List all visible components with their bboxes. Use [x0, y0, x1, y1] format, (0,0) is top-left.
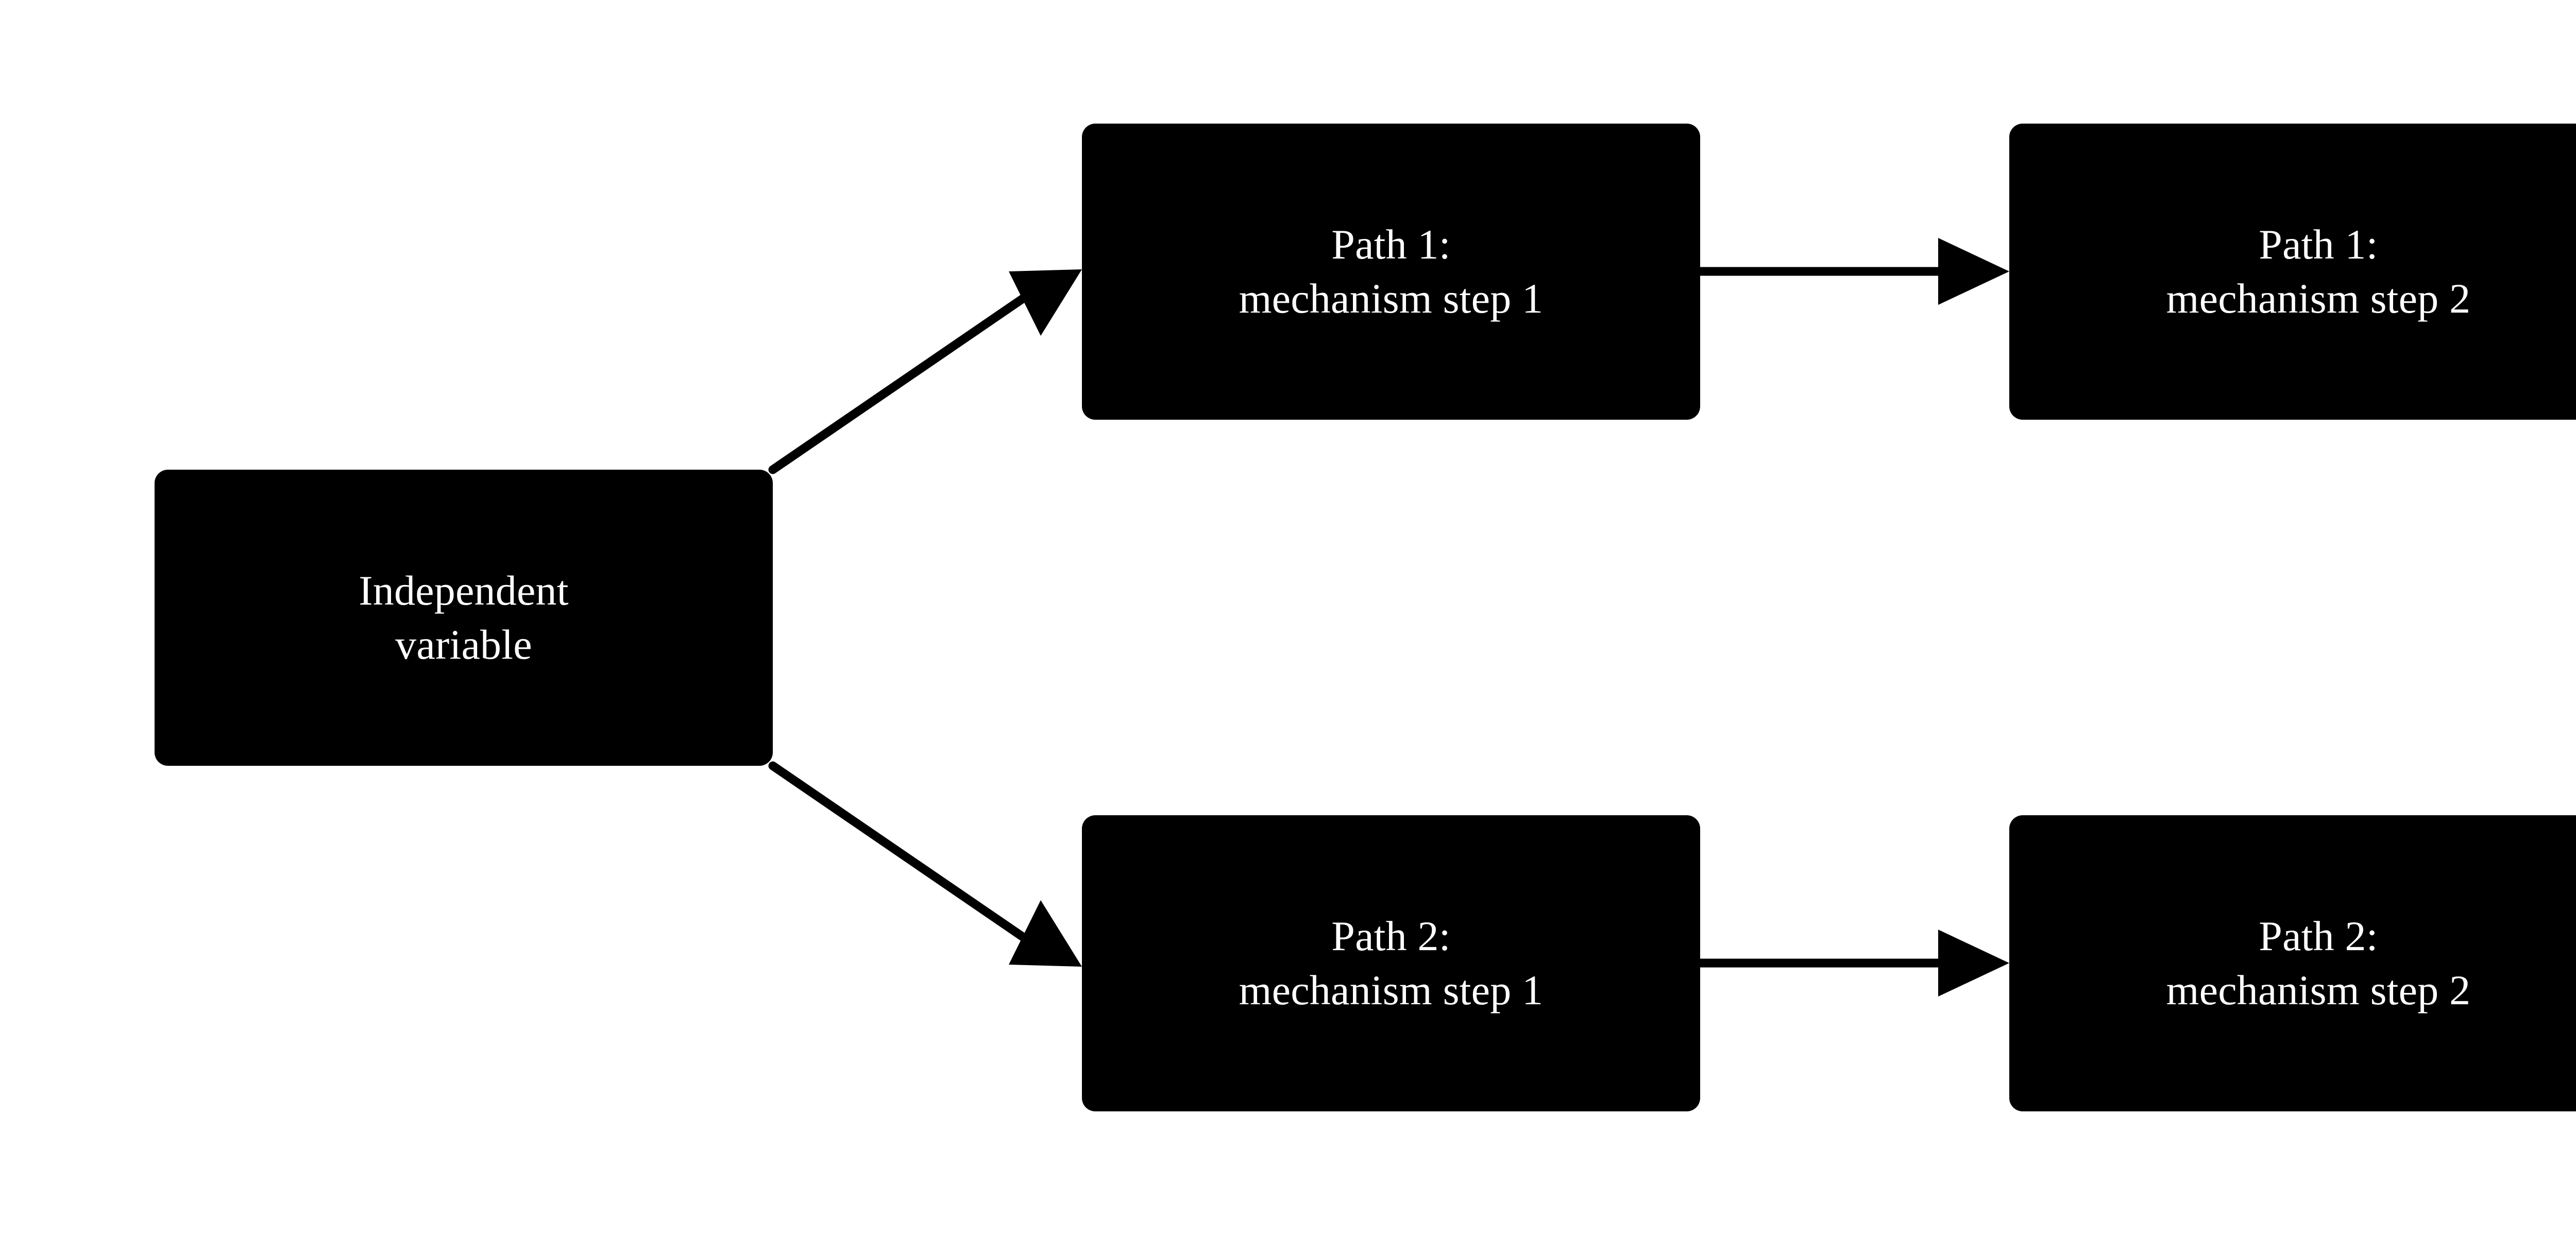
arrowhead-icon: [1009, 900, 1082, 967]
edge-path2-step1-to-path2-step2: [1700, 930, 2009, 997]
node-path2-step2[interactable]: Path 2: mechanism step 2: [2009, 815, 2576, 1111]
node-label-line-2: mechanism step 2: [2166, 966, 2471, 1014]
edge-path1-step1-to-path1-step2: [1700, 238, 2009, 305]
edge-line: [768, 282, 1045, 474]
arrowhead-icon: [1009, 269, 1082, 336]
node-independent-variable[interactable]: Independent variable: [155, 470, 773, 766]
node-label-line-2: mechanism step 1: [1239, 274, 1544, 322]
node-path2-step1[interactable]: Path 2: mechanism step 1: [1082, 815, 1700, 1111]
edge-iv-to-path2-step1: [768, 761, 1082, 967]
edge-line: [768, 761, 1045, 954]
node-path1-step2[interactable]: Path 1: mechanism step 2: [2009, 124, 2576, 420]
node-label-line-2: mechanism step 1: [1239, 966, 1544, 1014]
node-label-line-1: Path 2:: [1331, 912, 1451, 959]
node-label-line-1: Path 1:: [1331, 220, 1451, 268]
arrowhead-icon: [1938, 930, 2009, 997]
node-label-line-1: Path 1:: [2259, 220, 2378, 268]
node-label-line-1: Path 2:: [2259, 912, 2378, 959]
node-label-line-2: mechanism step 2: [2166, 274, 2471, 322]
edge-iv-to-path1-step1: [768, 269, 1082, 474]
node-label-line-1: Independent: [359, 566, 569, 614]
node-label-line-2: variable: [395, 621, 532, 668]
node-path1-step1[interactable]: Path 1: mechanism step 1: [1082, 124, 1700, 420]
arrowhead-icon: [1938, 238, 2009, 305]
